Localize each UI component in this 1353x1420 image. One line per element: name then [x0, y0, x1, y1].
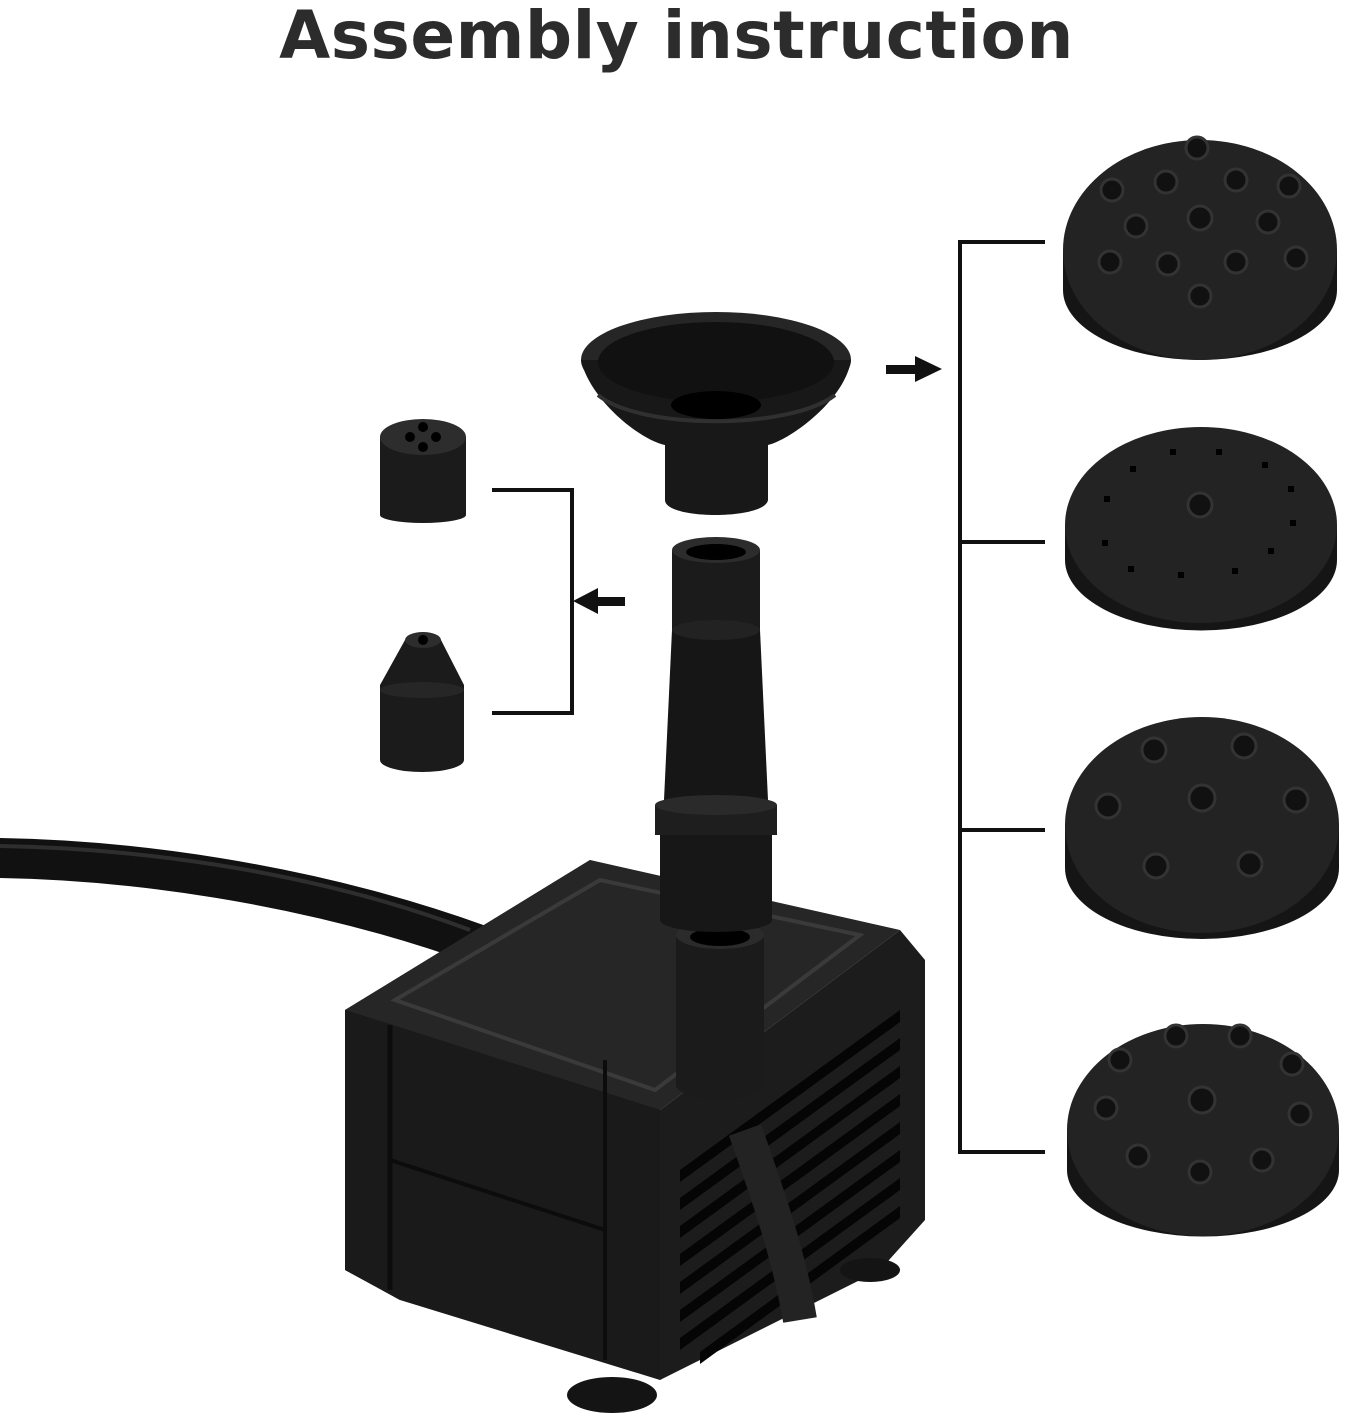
spray-head-10-nozzle-icon: [1067, 1023, 1339, 1237]
funnel-adapter-icon: [581, 312, 851, 515]
spray-head-7-nozzle-icon: [1065, 717, 1339, 940]
extension-tube-icon: [655, 537, 777, 932]
spray-head-bracket: [958, 240, 1045, 1154]
power-cable: [0, 838, 500, 965]
arrow-icon: [886, 356, 942, 382]
tapered-nozzle-icon: [380, 632, 464, 772]
spray-head-13-nozzle-icon: [1063, 135, 1337, 360]
arrow-icon: [573, 588, 625, 614]
four-hole-nozzle-icon: [380, 419, 466, 523]
spray-head-flat-icon: [1065, 427, 1337, 631]
small-nozzle-bracket: [492, 488, 574, 715]
page-title: Assembly instruction: [279, 0, 1074, 74]
